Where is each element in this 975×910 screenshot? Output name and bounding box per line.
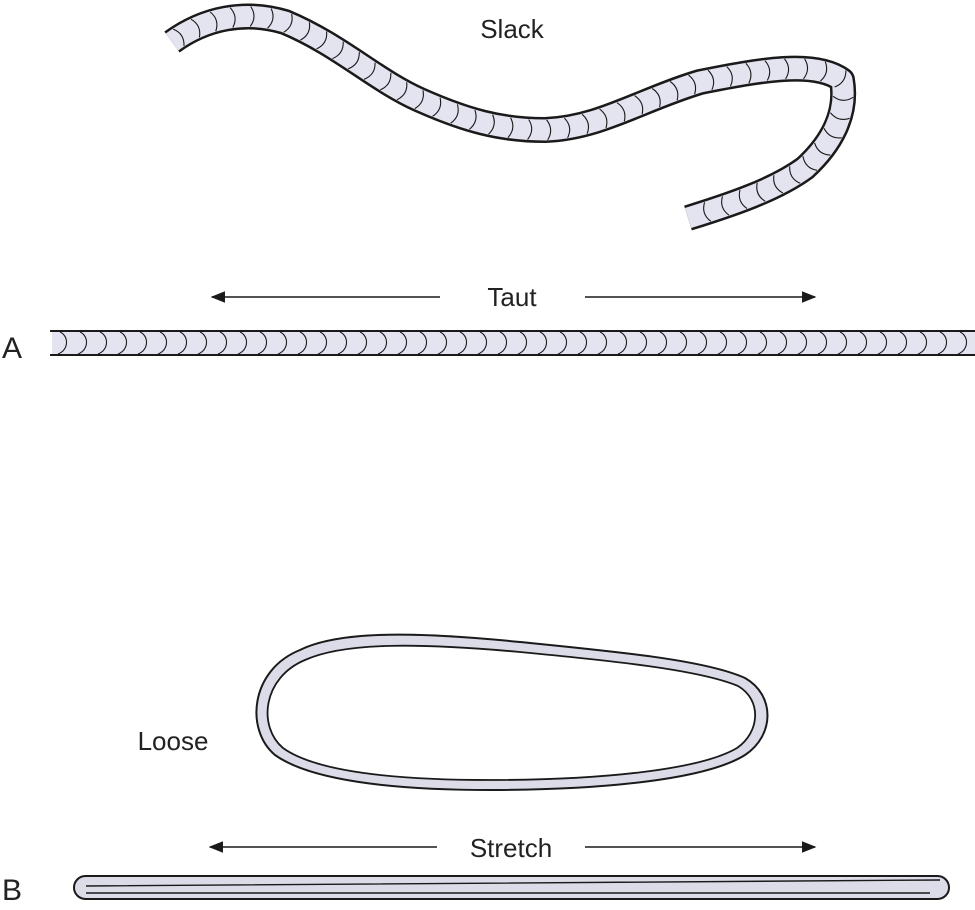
stretch-label: Stretch (470, 833, 552, 863)
slack-rope (164, 3, 857, 231)
slack-label: Slack (480, 14, 545, 44)
loose-band-inner (266, 644, 757, 781)
stretched-band-body (73, 875, 950, 900)
taut-label: Taut (487, 282, 537, 312)
stretched-band (73, 875, 950, 900)
taut-rope-body (52, 331, 975, 355)
panel-b-letter: B (2, 874, 22, 907)
slack-rope-twists (172, 6, 854, 222)
loose-label: Loose (138, 726, 209, 756)
taut-rope-twists (57, 331, 968, 355)
loose-band (255, 633, 769, 792)
panel-a: Slack Taut A (2, 3, 975, 365)
panel-b: Loose Stretch B (2, 633, 950, 907)
stretched-band-fold (85, 879, 941, 894)
taut-rope (50, 330, 975, 356)
panel-a-letter: A (2, 332, 22, 365)
slack-rope-fill (165, 6, 854, 229)
